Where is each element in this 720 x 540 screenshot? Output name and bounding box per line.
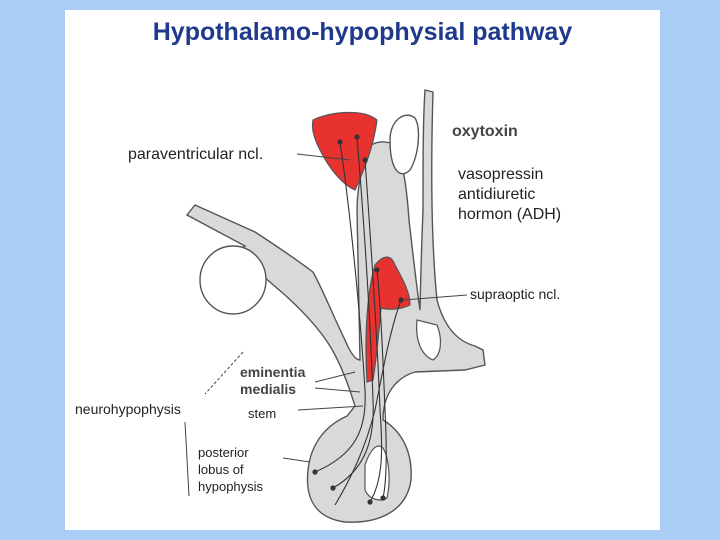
slide: Hypothalamo-hypophysial pathway [65, 10, 660, 530]
label-eminentia-1: eminentia [240, 364, 306, 380]
label-posterior-1: posterior [198, 445, 249, 460]
neurohypophysis-tissue [185, 89, 486, 523]
label-stem: stem [248, 406, 277, 421]
page-title: Hypothalamo-hypophysial pathway [152, 18, 573, 46]
label-neurohypophysis: neurohypophysis [75, 401, 181, 417]
paraventricular-nucleus [311, 111, 378, 191]
label-vasopressin-3: hormon (ADH) [458, 206, 562, 223]
neuron-bodies [312, 134, 404, 505]
stalk-notch [416, 319, 442, 361]
label-supraoptic: supraoptic ncl. [470, 286, 561, 302]
label-oxytoxin: oxytoxin [452, 123, 518, 140]
optic-chiasm-oval [389, 114, 420, 175]
label-posterior-lobe: posterior lobus of hypophysis [198, 444, 263, 495]
label-vasopressin-2: antidiuretic [458, 186, 536, 203]
recess-circle [199, 245, 267, 315]
label-vasopressin-1: vasopressin [458, 166, 544, 183]
label-eminentia-2: medialis [240, 381, 297, 397]
supraoptic-nucleus [365, 256, 411, 383]
label-posterior-3: hypophysis [198, 479, 264, 494]
pathway-diagram [184, 89, 486, 523]
nerve-fibers [314, 136, 402, 506]
label-eminentia: eminentia medialis [240, 364, 305, 398]
label-paraventricular: paraventricular ncl. [128, 146, 264, 163]
label-vasopressin: vasopressin antidiuretic hormon (ADH) [458, 165, 561, 225]
label-posterior-2: lobus of [198, 462, 244, 477]
leader-lines [184, 153, 468, 497]
